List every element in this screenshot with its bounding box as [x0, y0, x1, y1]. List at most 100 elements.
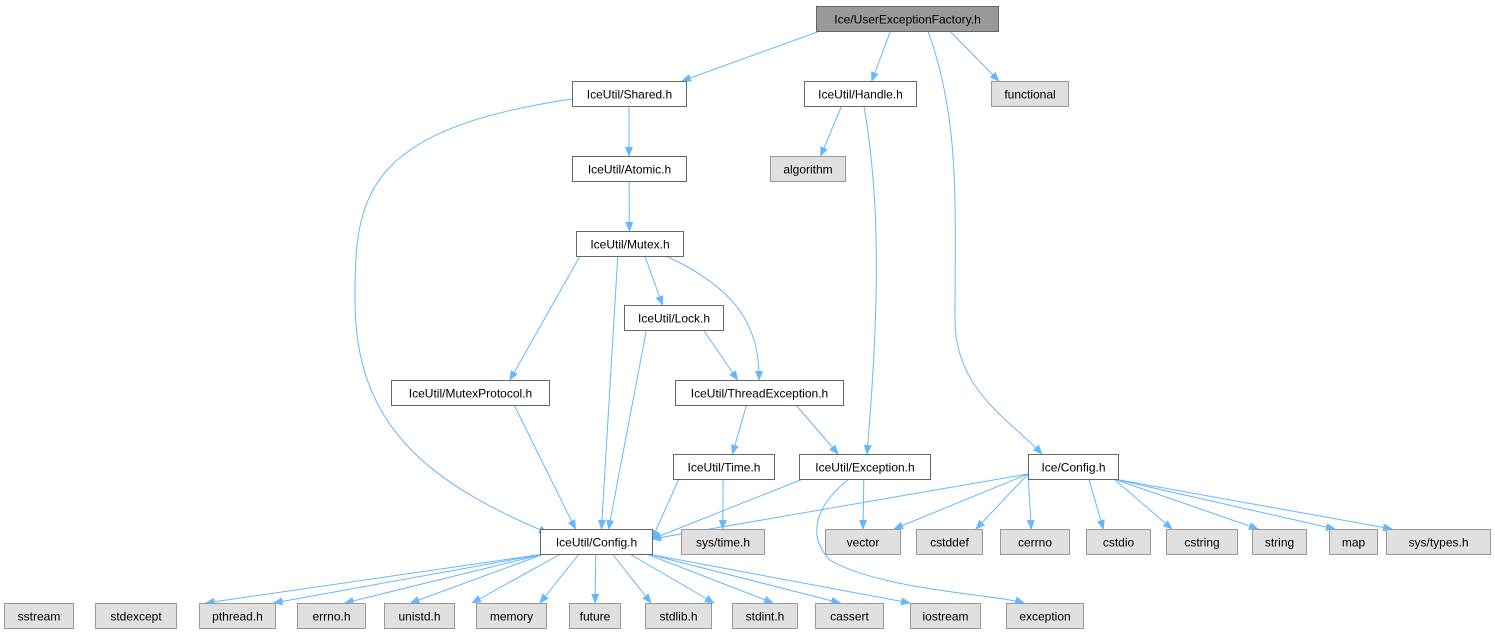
- edge-handle-to-exceptionh: [863, 105, 877, 455]
- node-label: map: [1342, 536, 1366, 550]
- edge-iuconfig-to-unistd: [471, 553, 561, 604]
- edge-iceconfig-to-map: [1113, 478, 1336, 531]
- edge-time-to-iuconfig: [651, 478, 680, 540]
- node-label: pthread.h: [212, 610, 263, 624]
- edge-iceconfig-to-iuconfig: [651, 473, 1029, 542]
- edge-iuconfig-to-pthread: [343, 553, 545, 605]
- node-label: IceUtil/ThreadException.h: [691, 387, 828, 401]
- node-cassert: cassert: [815, 603, 884, 629]
- node-mutex[interactable]: IceUtil/Mutex.h: [576, 231, 684, 257]
- node-box: [540, 529, 653, 555]
- node-iostream: iostream: [910, 603, 981, 629]
- edge-iuconfig-to-stdint: [629, 553, 715, 604]
- edge-mutex-to-mutexprotocol: [509, 255, 581, 381]
- node-box: [1086, 529, 1151, 555]
- nodes: Ice/UserExceptionFactory.hIceUtil/Shared…: [4, 6, 1491, 629]
- node-vector: vector: [825, 529, 901, 555]
- edges: [204, 30, 1393, 606]
- node-box: [804, 81, 917, 107]
- node-label: stdlib.h: [659, 610, 697, 624]
- node-label: IceUtil/Time.h: [688, 461, 761, 475]
- edge-mutex-to-lock: [644, 255, 664, 306]
- node-box: [4, 603, 74, 629]
- node-label: sys/time.h: [696, 536, 750, 550]
- node-label: unistd.h: [398, 610, 440, 624]
- node-map: map: [1329, 529, 1378, 555]
- node-label: IceUtil/Mutex.h: [590, 238, 669, 252]
- edge-mutex-to-threadexception: [665, 255, 764, 381]
- node-exceptionh[interactable]: IceUtil/Exception.h: [799, 454, 931, 480]
- node-box: [391, 380, 550, 406]
- edge-uef-to-functional: [949, 30, 1000, 82]
- node-box: [1028, 454, 1119, 480]
- node-functional: functional: [991, 81, 1069, 107]
- node-shared[interactable]: IceUtil/Shared.h: [572, 81, 687, 107]
- node-lock[interactable]: IceUtil/Lock.h: [624, 305, 724, 331]
- node-handle[interactable]: IceUtil/Handle.h: [804, 81, 917, 107]
- node-uef[interactable]: Ice/UserExceptionFactory.h: [816, 6, 999, 32]
- edge-threadexception-to-time: [731, 404, 748, 455]
- edge-iceconfig-to-cerrno: [1026, 473, 1035, 530]
- node-exception: exception: [1006, 603, 1084, 629]
- node-box: [569, 603, 621, 629]
- node-box: [675, 380, 844, 406]
- node-label: sstream: [18, 610, 61, 624]
- node-box: [799, 454, 931, 480]
- node-box: [916, 529, 983, 555]
- node-label: cstring: [1184, 536, 1219, 550]
- node-systypes: sys/types.h: [1386, 529, 1491, 555]
- edge-iceconfig-to-cstddef: [975, 473, 1029, 530]
- edge-shared-to-iuconfig: [354, 98, 573, 534]
- node-string: string: [1252, 529, 1307, 555]
- node-time[interactable]: IceUtil/Time.h: [673, 454, 775, 480]
- node-box: [1006, 603, 1084, 629]
- node-box: [991, 81, 1069, 107]
- edge-iuconfig-to-memory: [539, 553, 580, 604]
- node-label: stdint.h: [746, 610, 785, 624]
- node-atomic[interactable]: IceUtil/Atomic.h: [572, 156, 687, 182]
- node-box: [815, 603, 884, 629]
- node-label: IceUtil/Shared.h: [587, 88, 672, 102]
- node-systime: sys/time.h: [681, 529, 765, 555]
- node-label: memory: [490, 610, 533, 624]
- edge-uef-to-iceconfig: [927, 30, 1043, 455]
- node-unistd: unistd.h: [384, 603, 455, 629]
- node-iceconfig[interactable]: Ice/Config.h: [1028, 454, 1119, 480]
- node-label: IceUtil/Atomic.h: [588, 163, 671, 177]
- node-threadexception[interactable]: IceUtil/ThreadException.h: [675, 380, 844, 406]
- node-iuconfig[interactable]: IceUtil/Config.h: [540, 529, 653, 555]
- node-box: [732, 603, 798, 629]
- node-box: [645, 603, 712, 629]
- node-future: future: [569, 603, 621, 629]
- node-cerrno: cerrno: [1000, 529, 1070, 555]
- edge-lock-to-iuconfig: [606, 329, 647, 530]
- node-label: cassert: [830, 610, 869, 624]
- node-label: exception: [1019, 610, 1070, 624]
- node-mutexprotocol[interactable]: IceUtil/MutexProtocol.h: [391, 380, 550, 406]
- node-cstring: cstring: [1166, 529, 1238, 555]
- edge-iceconfig-to-systypes: [1113, 478, 1393, 532]
- node-label: Ice/Config.h: [1041, 461, 1105, 475]
- edge-iceconfig-to-vector: [893, 473, 1029, 530]
- node-box: [770, 156, 846, 182]
- node-label: Ice/UserExceptionFactory.h: [834, 13, 981, 27]
- node-label: errno.h: [312, 610, 350, 624]
- node-box: [297, 603, 366, 629]
- node-label: vector: [847, 536, 880, 550]
- node-sstream: sstream: [4, 603, 74, 629]
- node-cstdio: cstdio: [1086, 529, 1151, 555]
- edge-mutexprotocol-to-iuconfig: [513, 404, 576, 530]
- edge-mutex-to-iuconfig: [597, 255, 619, 530]
- edge-iuconfig-to-iostream: [647, 553, 842, 605]
- node-label: cstddef: [930, 536, 969, 550]
- edge-lock-to-threadexception: [703, 329, 739, 381]
- node-label: IceUtil/Lock.h: [638, 312, 710, 326]
- node-box: [576, 231, 684, 257]
- node-box: [681, 529, 765, 555]
- node-box: [673, 454, 775, 480]
- node-stdlib: stdlib.h: [645, 603, 712, 629]
- edge-iuconfig-to-sstream: [204, 553, 545, 606]
- node-box: [825, 529, 901, 555]
- edge-handle-to-algorithm: [820, 105, 843, 157]
